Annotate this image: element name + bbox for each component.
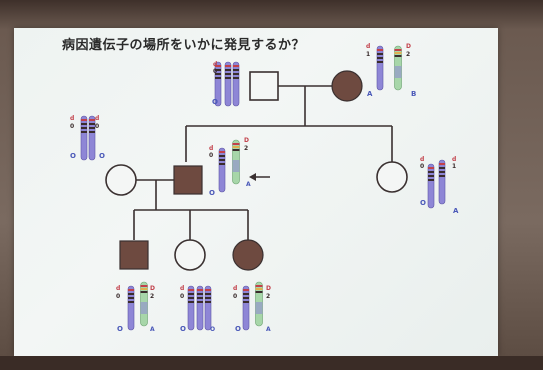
so-D-label: D: [150, 285, 155, 292]
mo-o2-label: O: [99, 152, 105, 160]
gm-A-label: A: [367, 90, 373, 98]
so-o-label: O: [117, 325, 123, 333]
grandfather-chromosomes: d 0 O: [212, 61, 240, 107]
fa-o-label: O: [209, 189, 215, 197]
arrow-left-icon: [249, 173, 270, 181]
mo-d2-label: d: [95, 115, 99, 122]
pedigree-lines: [133, 85, 393, 240]
fa-A-label: A: [246, 181, 251, 188]
daughter-circle: [174, 239, 206, 271]
gf-o-label: O: [212, 98, 218, 106]
son-affected-square: [119, 240, 149, 270]
ad-A-label: A: [266, 326, 271, 333]
da-o-label: O: [180, 325, 186, 333]
mother-chromosomes: d 0 d 0 O O: [70, 115, 105, 161]
gm-2-label: 2: [406, 51, 410, 58]
au-d-label: d: [420, 156, 424, 163]
grandmother-chromosomes: d 1 D 2 A B: [366, 43, 416, 98]
fa-d-label: d: [209, 145, 213, 152]
au-1-label: 1: [452, 163, 456, 170]
so-A-label: A: [150, 326, 155, 333]
father-chromosomes: d 0 D 2 O A: [209, 137, 251, 197]
ad-2-label: 2: [266, 293, 270, 300]
gf-d-label: d: [213, 61, 217, 68]
mo-d-label: d: [70, 115, 74, 122]
au-o-label: O: [420, 199, 426, 207]
father-affected-square: [173, 165, 203, 195]
ad-d-label: d: [233, 285, 237, 292]
da-o2-label: O: [210, 326, 215, 333]
so-d-label: d: [116, 285, 120, 292]
room-floor-strip: [0, 356, 543, 370]
daughter-chromosomes: d 0 O O: [180, 285, 215, 333]
au-0-label: 0: [420, 163, 424, 170]
fa-0-label: 0: [209, 152, 213, 159]
gm-D-label: D: [406, 43, 411, 50]
au-A-label: A: [453, 207, 459, 215]
ad-o-label: O: [235, 325, 241, 333]
mo-o-label: O: [70, 152, 76, 160]
mother-circle: [105, 164, 137, 196]
ad-0-label: 0: [233, 293, 237, 300]
ad-D-label: D: [266, 285, 271, 292]
mo-02-label: 0: [95, 123, 99, 130]
gm-d-label: d: [366, 43, 370, 50]
da-d-label: d: [180, 285, 184, 292]
so-2-label: 2: [150, 293, 154, 300]
fa-2-label: 2: [244, 145, 248, 152]
gm-B-label: B: [411, 90, 416, 98]
mo-0-label: 0: [70, 123, 74, 130]
au-d2-label: d: [452, 156, 456, 163]
gm-1-label: 1: [366, 51, 370, 58]
fa-D-label: D: [244, 137, 249, 144]
aunt-circle: [376, 161, 408, 193]
da-0-label: 0: [180, 293, 184, 300]
son-chromosomes: d 0 D 2 O A: [116, 281, 155, 333]
gf-0-label: 0: [213, 68, 217, 75]
slide-title: 病因遺伝子の場所をいかに発見するか？: [62, 38, 306, 53]
grandfather-square: [249, 71, 279, 101]
daughter-affected-circle: [232, 239, 264, 271]
grandmother-affected-circle: [331, 70, 363, 102]
so-0-label: 0: [116, 293, 120, 300]
affected-daughter-chromosomes: d 0 D 2 O A: [233, 281, 271, 333]
aunt-chromosomes: d 0 d 1 O A: [420, 156, 459, 215]
